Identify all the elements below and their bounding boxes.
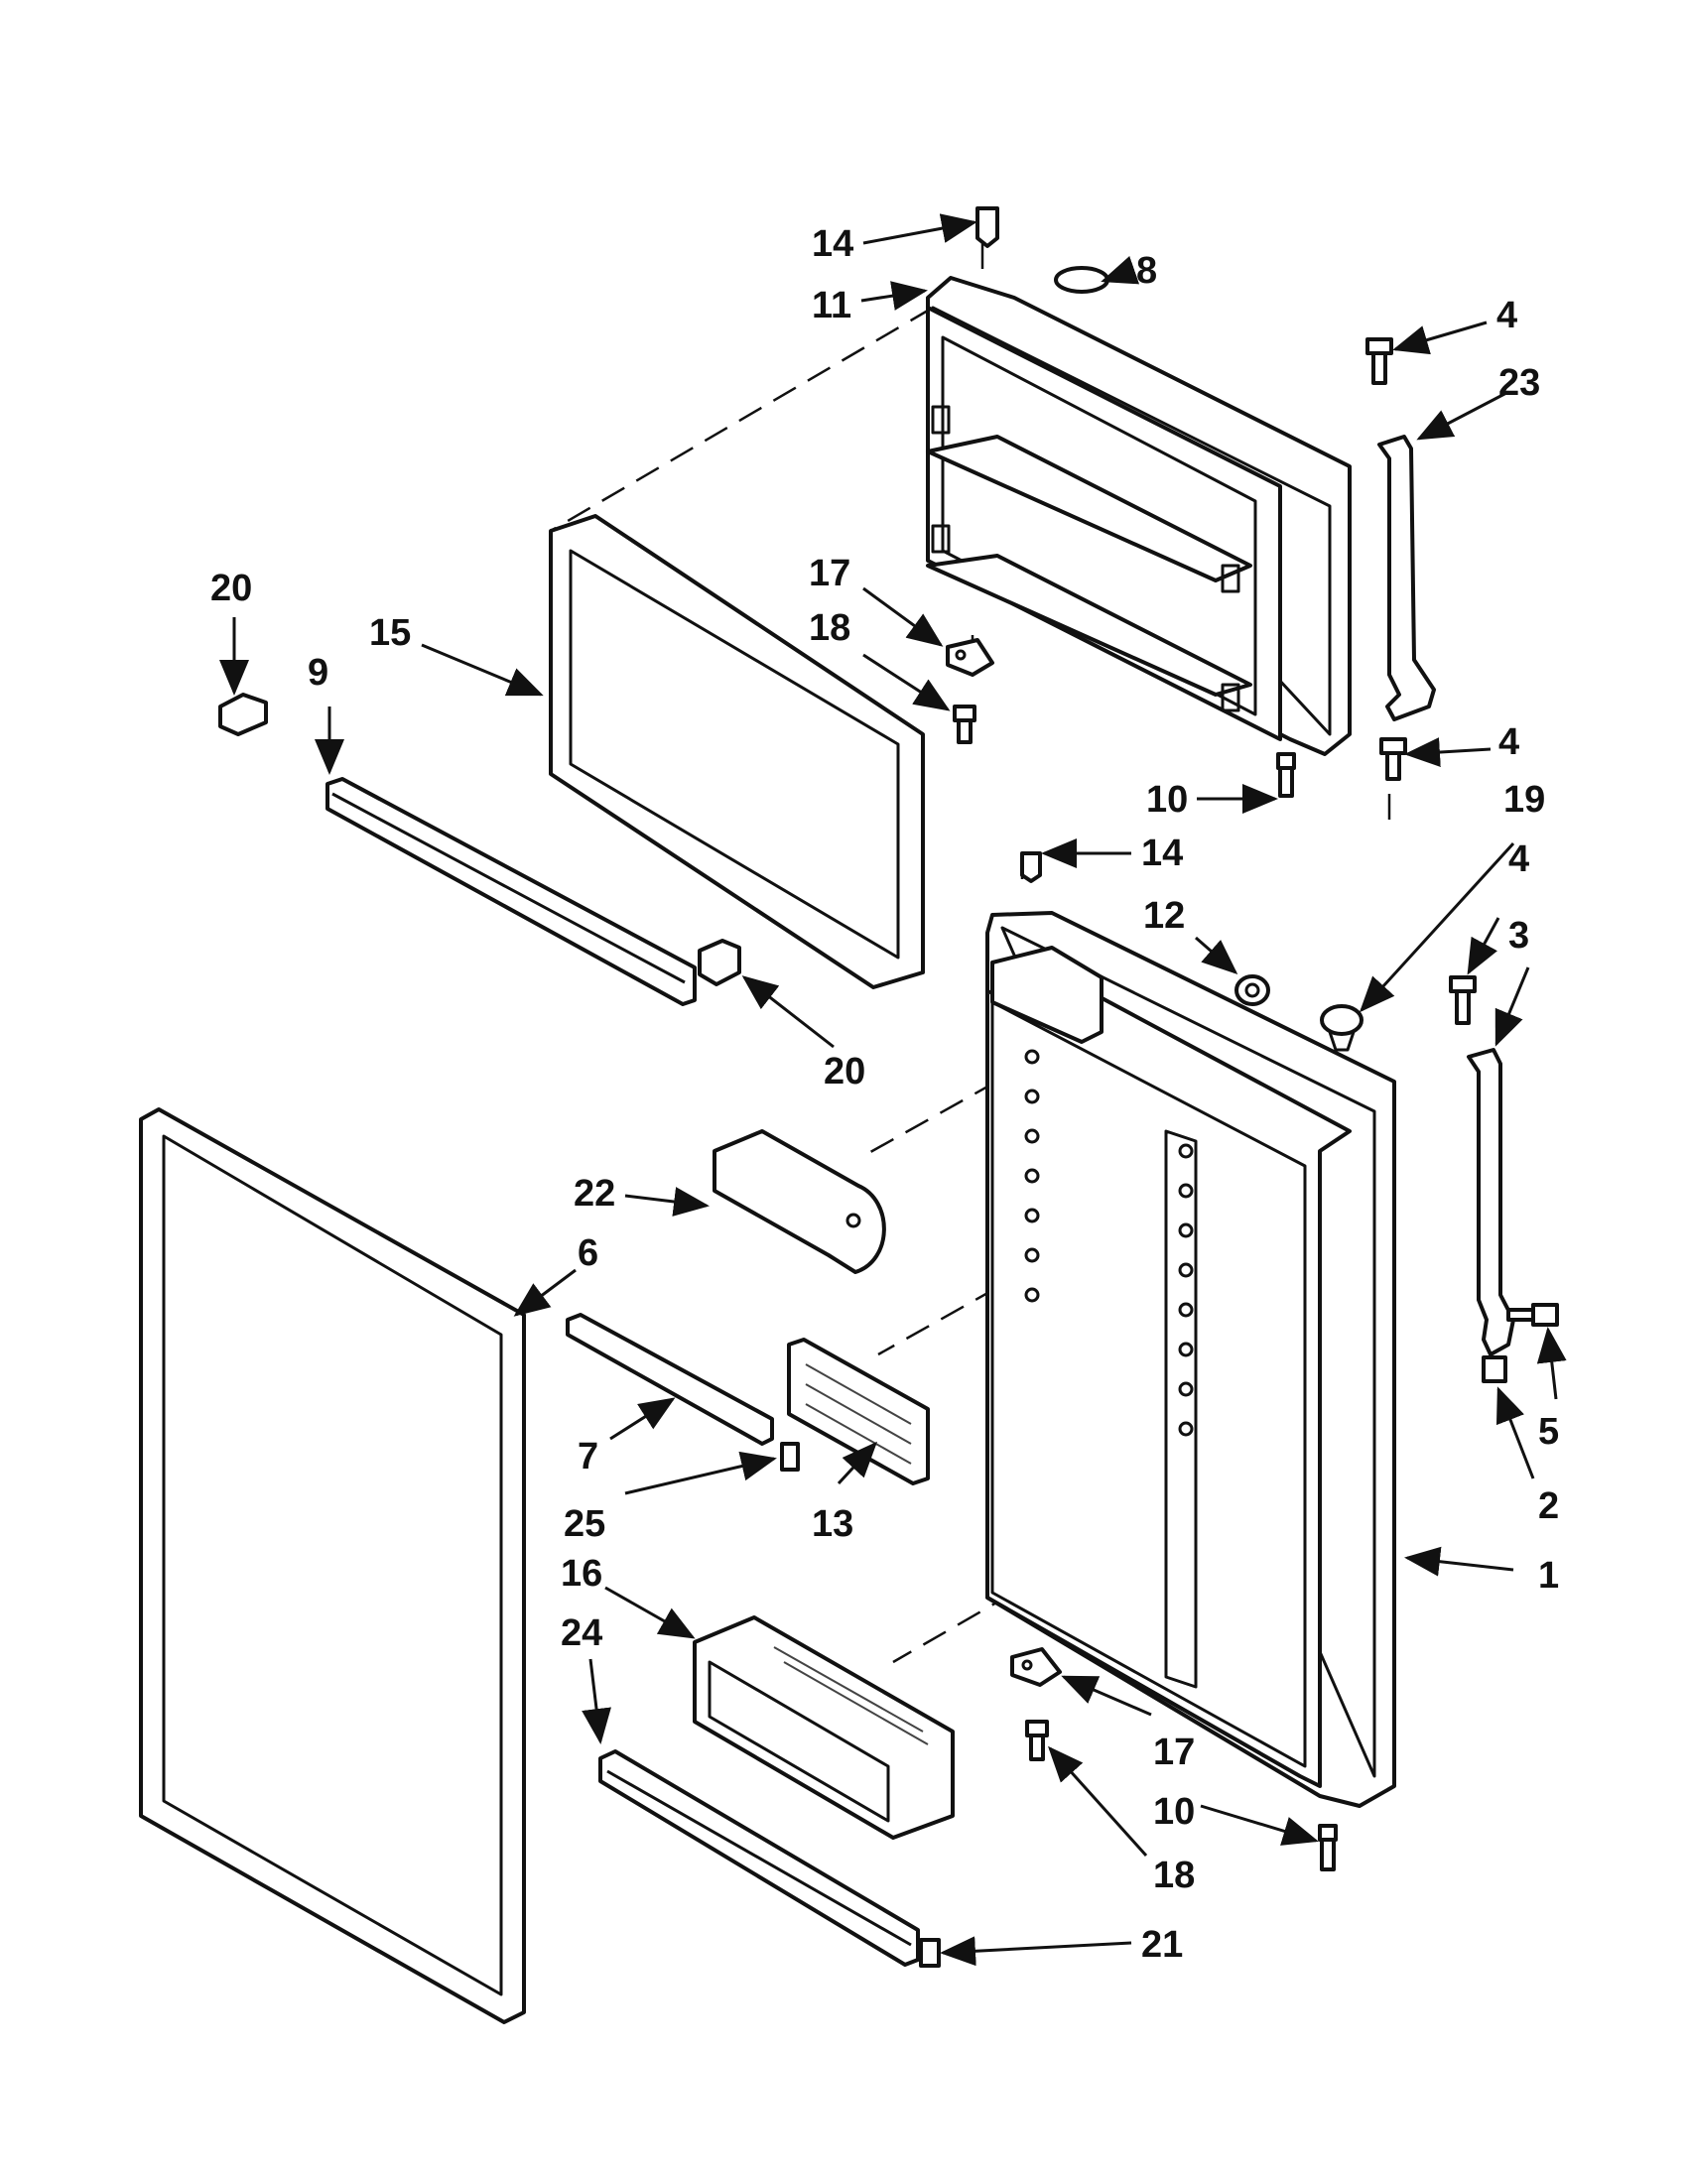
callout-6: 6 <box>578 1232 598 1274</box>
rail-end-cap <box>780 1442 800 1472</box>
fresh-food-door-handle <box>1467 1048 1515 1356</box>
callout-4-middle: 4 <box>1498 721 1519 763</box>
callout-17-lower: 17 <box>1153 1732 1195 1773</box>
dairy-compartment-door <box>713 1129 886 1274</box>
callout-labels: 14 8 11 4 23 20 15 9 17 18 4 10 19 14 12… <box>210 223 1559 1966</box>
callout-25: 25 <box>564 1503 605 1545</box>
fresh-food-door <box>985 911 1396 1808</box>
handle-mount-screw <box>1506 1303 1559 1327</box>
callout-17-upper: 17 <box>809 553 850 594</box>
freezer-shelf-rail <box>325 777 697 1006</box>
callout-4-top: 4 <box>1496 295 1517 336</box>
callout-10-lower: 10 <box>1153 1791 1195 1833</box>
hinge-bracket-lower <box>1010 1647 1062 1687</box>
callout-7: 7 <box>578 1436 598 1477</box>
handle-screw-lower <box>1449 975 1477 1025</box>
handle-screw-top <box>1365 337 1393 385</box>
callout-1: 1 <box>1538 1555 1559 1597</box>
handle-screw-middle <box>1379 737 1407 781</box>
rail-end-clip <box>919 1938 941 1968</box>
utility-compartment-door <box>787 1338 930 1485</box>
callout-24: 24 <box>561 1612 602 1654</box>
callout-9: 9 <box>308 652 328 694</box>
callout-19: 19 <box>1503 779 1545 821</box>
door-button <box>1234 974 1270 1006</box>
callout-3: 3 <box>1508 915 1529 957</box>
shelf-retainer-clip-right <box>698 939 741 986</box>
callout-10-upper: 10 <box>1146 779 1188 821</box>
leader-lines <box>219 213 1567 1967</box>
freezer-door-gasket <box>549 514 925 989</box>
hinge-bracket-upper <box>946 638 994 677</box>
handle-clip <box>1482 1355 1507 1383</box>
callout-18-upper: 18 <box>809 607 850 649</box>
hinge-pin-screw-lower <box>1318 1824 1338 1871</box>
freezer-door-handle <box>1377 435 1436 721</box>
callout-21: 21 <box>1141 1924 1183 1966</box>
shelf-peg-column-left <box>1024 1049 1040 1303</box>
handle-hole-plug <box>1320 1004 1363 1052</box>
callout-18-lower: 18 <box>1153 1855 1195 1896</box>
callout-13: 13 <box>812 1503 853 1545</box>
callout-23: 23 <box>1498 362 1540 404</box>
callout-20-upper-left: 20 <box>210 568 252 609</box>
hinge-hole-plug-lower <box>1020 851 1042 883</box>
shelf-retainer-clip-left <box>218 693 268 736</box>
callout-16: 16 <box>561 1553 602 1595</box>
hinge-screw-lower <box>1025 1720 1049 1761</box>
callout-11: 11 <box>812 285 851 326</box>
callout-2: 2 <box>1538 1485 1559 1527</box>
callout-4-lower: 4 <box>1508 838 1529 880</box>
callout-12: 12 <box>1143 895 1185 937</box>
callout-5: 5 <box>1538 1411 1559 1453</box>
callout-14-upper: 14 <box>812 223 853 265</box>
door-bin <box>693 1615 955 1840</box>
freezer-door <box>926 276 1352 756</box>
hinge-hole-plug-upper <box>975 206 999 248</box>
utility-shelf-rail <box>566 1313 774 1446</box>
callout-8: 8 <box>1136 250 1157 292</box>
callout-22: 22 <box>574 1173 615 1215</box>
shelf-peg-column-right <box>1178 1143 1194 1437</box>
hinge-pin-screw-upper <box>1276 752 1296 798</box>
fresh-food-door-gasket <box>139 1107 526 2024</box>
bin-rail <box>598 1749 920 1967</box>
hinge-screw-upper <box>953 705 976 744</box>
callout-14-lower: 14 <box>1141 833 1183 874</box>
callout-20-middle: 20 <box>824 1051 865 1092</box>
door-hinge-ring <box>1054 266 1109 294</box>
callout-15: 15 <box>369 612 411 654</box>
